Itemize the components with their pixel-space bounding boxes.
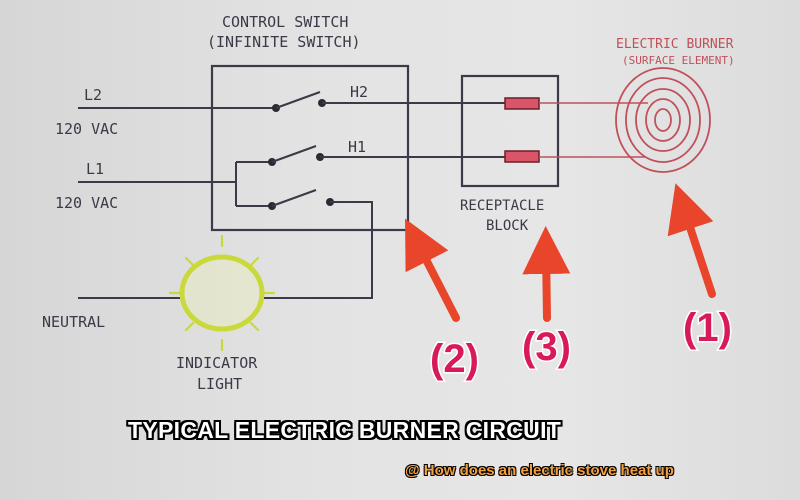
indicator-label-line1: INDICATOR [176, 354, 258, 372]
h2-terminal-label: H2 [350, 83, 368, 101]
l1-voltage: 120 VAC [55, 194, 118, 212]
switch-box [210, 64, 410, 232]
receptacle-terminal-top [504, 97, 540, 110]
neutral-label: NEUTRAL [42, 313, 105, 331]
callout-3: (3) [522, 325, 571, 369]
light-wire [262, 201, 373, 299]
indicator-light-rays [168, 234, 276, 352]
arrow-3 [522, 226, 571, 322]
receptacle-label-line1: RECEPTACLE [460, 198, 544, 214]
callout-1: (1) [683, 306, 732, 350]
receptacle-terminal-bottom [504, 150, 540, 163]
receptacle-block [460, 74, 560, 188]
l2-label: L2 [84, 86, 102, 104]
receptacle-label-line2: BLOCK [486, 218, 529, 234]
h1-terminal-label: H1 [348, 138, 366, 156]
diagram-caption: TYPICAL ELECTRIC BURNER CIRCUIT [128, 417, 562, 443]
electric-burner-coil [615, 67, 711, 173]
switch-title-line2: (INFINITE SWITCH) [207, 33, 361, 51]
indicator-label-line2: LIGHT [197, 375, 242, 393]
arrow-1 [667, 183, 716, 298]
source-watermark: @ How does an electric stove heat up [405, 462, 674, 479]
l1-label: L1 [86, 160, 104, 178]
arrow-2 [405, 218, 460, 322]
burner-label-line1: ELECTRIC BURNER [616, 37, 734, 52]
switch-title-line1: CONTROL SWITCH [222, 13, 348, 31]
h2-switch-blade [275, 91, 321, 109]
h1-switch-blade [271, 145, 317, 163]
callout-2: (2) [430, 337, 479, 381]
burner-label-line2: (SURFACE ELEMENT) [622, 54, 735, 67]
l2-voltage: 120 VAC [55, 120, 118, 138]
indicator-light-bulb [179, 254, 265, 332]
light-switch-blade [271, 189, 317, 207]
